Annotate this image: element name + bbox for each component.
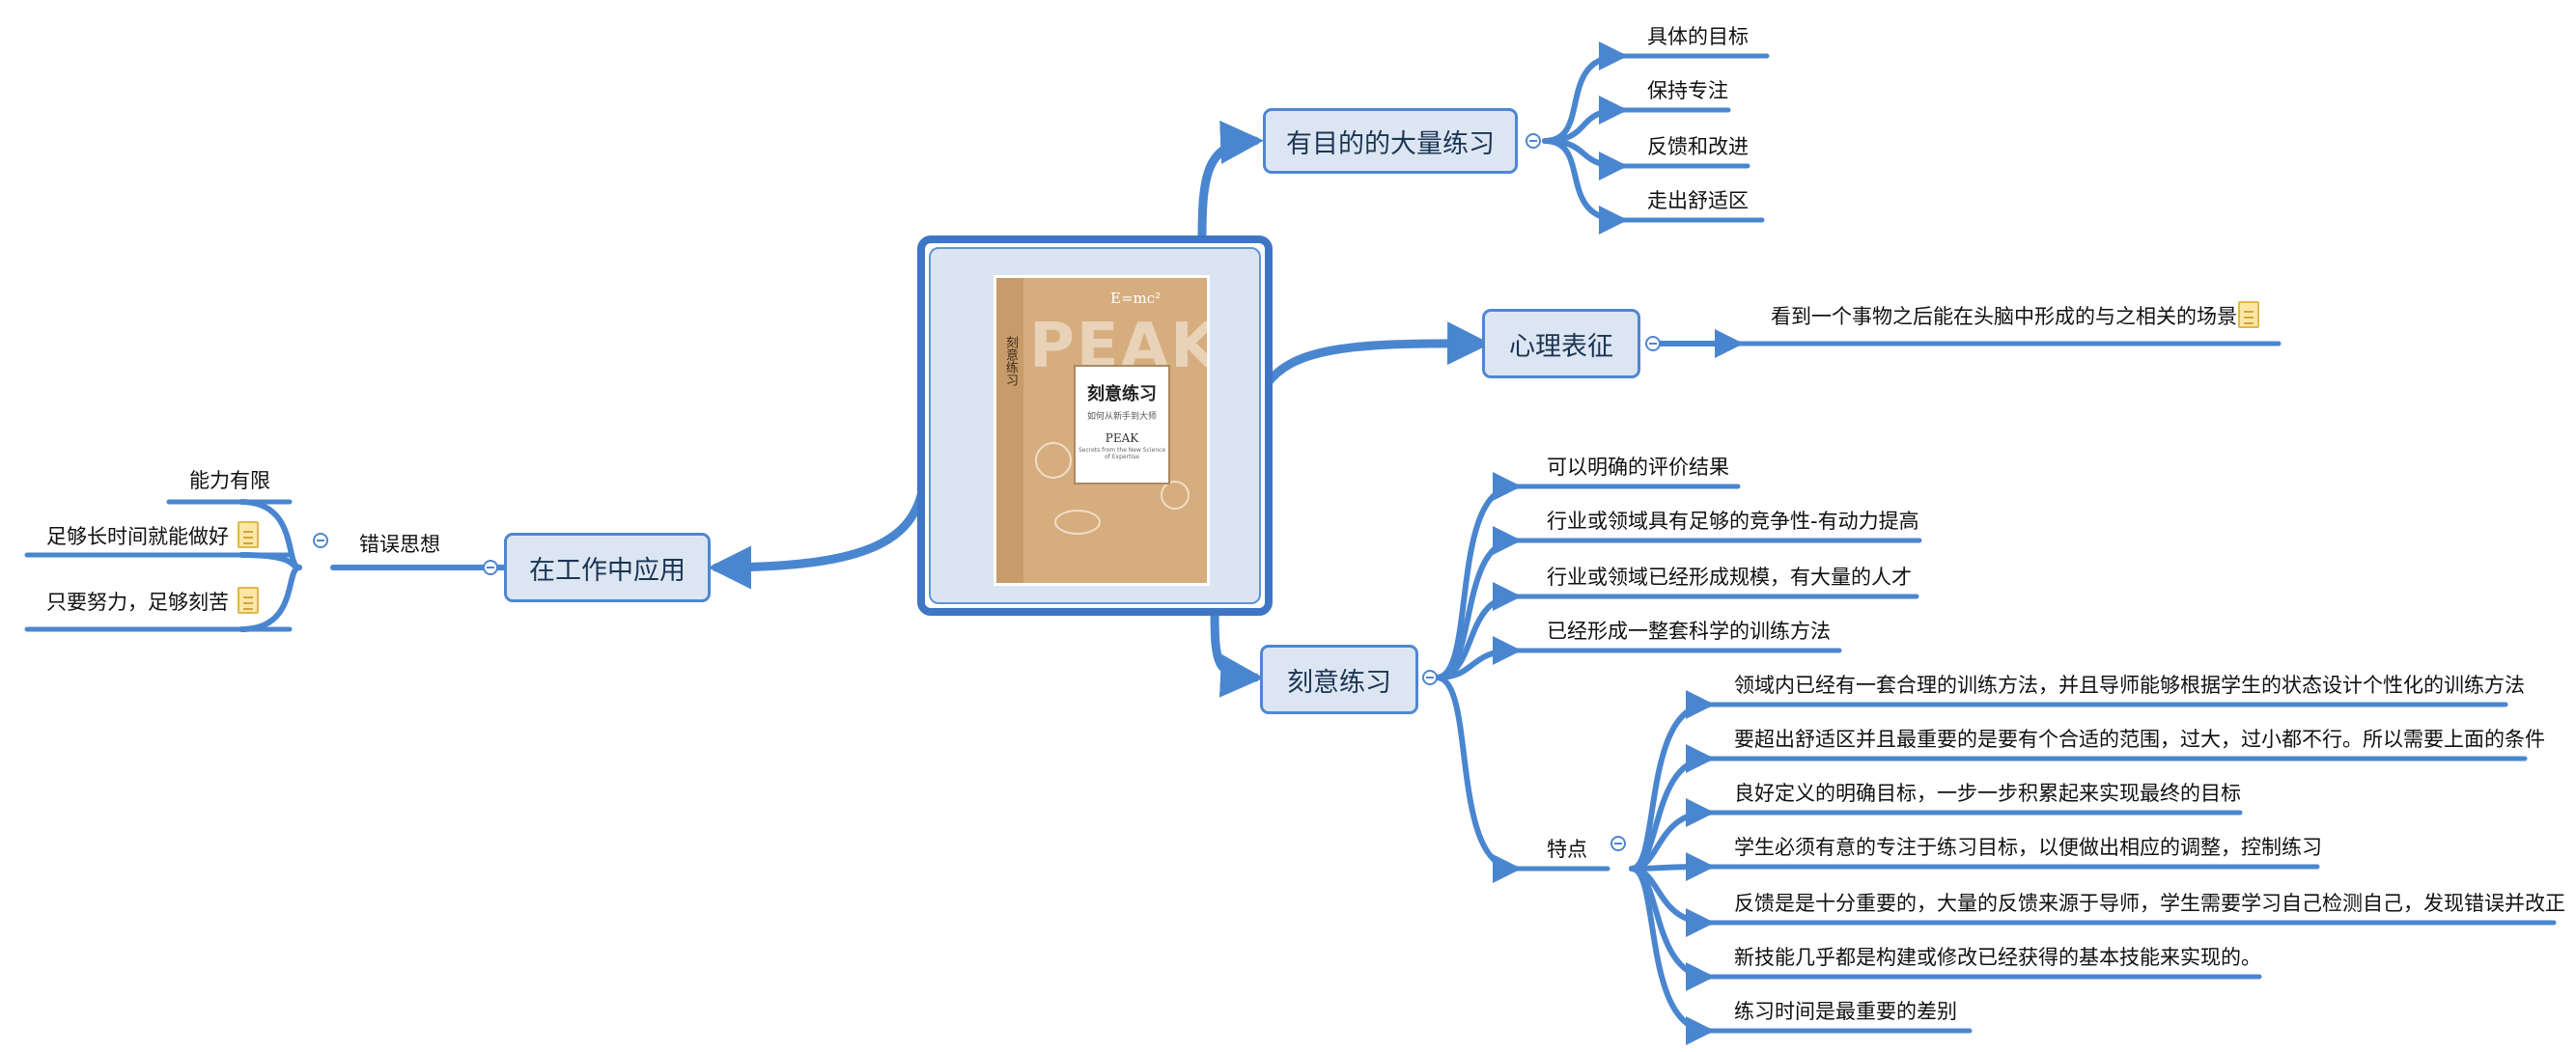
central-topic[interactable]: 刻意练习 PEAK E=mc² 刻意练习 如何从新手到大师 PEAK Secre…: [917, 235, 1273, 616]
branch-mental-representation[interactable]: 心理表征: [1482, 309, 1640, 378]
node-features[interactable]: 特点: [1547, 838, 1587, 861]
collapse-minus-icon[interactable]: [313, 533, 328, 548]
leaf-feature-2[interactable]: 要超出舒适区并且最重要的是要有个合适的范围，过大，过小都不行。所以需要上面的条件: [1734, 728, 2545, 751]
leaf-feature-6[interactable]: 新技能几乎都是构建或修改已经获得的基本技能来实现的。: [1734, 946, 2261, 969]
note-icon[interactable]: [238, 521, 259, 548]
book-cover-image: 刻意练习 PEAK E=mc² 刻意练习 如何从新手到大师 PEAK Secre…: [996, 278, 1207, 583]
leaf-feature-3[interactable]: 良好定义的明确目标，一步一步积累起来实现最终的目标: [1734, 782, 2241, 805]
central-topic-inner: 刻意练习 PEAK E=mc² 刻意练习 如何从新手到大师 PEAK Secre…: [929, 247, 1261, 604]
connector-central-deliberate: [1210, 603, 1264, 698]
book-doodle-oval: [1054, 510, 1101, 535]
connector-central-mental: [1262, 321, 1491, 389]
note-icon[interactable]: [2238, 301, 2259, 328]
note-icon[interactable]: [238, 587, 259, 614]
leaf-just-work-hard[interactable]: 只要努力，足够刻苦: [46, 591, 229, 614]
leaf-clear-evaluation[interactable]: 可以明确的评价结果: [1547, 456, 1729, 479]
book-english-subtitle: Secrets from the New Science of Expertis…: [1078, 447, 1166, 460]
leaf-feature-5[interactable]: 反馈是是十分重要的，大量的反馈来源于导师，学生需要学习自己检测自己，发现错误并改…: [1734, 892, 2565, 915]
leaf-mental-scene[interactable]: 看到一个事物之后能在头脑中形成的与之相关的场景: [1771, 305, 2237, 328]
book-cover-formula: E=mc²: [1110, 290, 1162, 307]
node-misconceptions[interactable]: 错误思想: [359, 533, 440, 556]
book-spine: [996, 278, 1023, 583]
leaf-enough-time[interactable]: 足够长时间就能做好: [46, 525, 229, 548]
leaf-limited-ability[interactable]: 能力有限: [189, 469, 270, 492]
leaf-feature-7[interactable]: 练习时间是最重要的差别: [1734, 1000, 1957, 1023]
collapse-minus-icon[interactable]: [483, 560, 498, 575]
collapse-minus-icon[interactable]: [1422, 670, 1438, 685]
book-doodle-ring: [1161, 481, 1190, 510]
collapse-minus-icon[interactable]: [1645, 336, 1661, 351]
branch-purposeful-practice[interactable]: 有目的的大量练习: [1263, 108, 1518, 174]
book-subtitle: 如何从新手到大师: [1086, 412, 1157, 422]
book-spine-title: 刻意练习: [1003, 336, 1018, 386]
leaf-field-at-scale[interactable]: 行业或领域已经形成规模，有大量的人才: [1547, 566, 1912, 589]
book-doodle-ball: [1035, 442, 1072, 479]
branch-deliberate-practice[interactable]: 刻意练习: [1260, 645, 1418, 714]
connector-central-purposeful: [1197, 120, 1264, 244]
connector-central-work: [708, 483, 928, 590]
leaf-feature-4[interactable]: 学生必须有意的专注于练习目标，以便做出相应的调整，控制练习: [1734, 836, 2322, 859]
branch-apply-at-work[interactable]: 在工作中应用: [504, 533, 711, 602]
book-english-title: PEAK: [1105, 431, 1139, 445]
leaf-feedback-improve[interactable]: 反馈和改进: [1647, 135, 1749, 158]
leaf-specific-goals[interactable]: 具体的目标: [1647, 25, 1749, 48]
collapse-minus-icon[interactable]: [1526, 133, 1541, 149]
leaf-scientific-methods[interactable]: 已经形成一整套科学的训练方法: [1547, 620, 1831, 643]
leaf-stay-focused[interactable]: 保持专注: [1647, 79, 1728, 102]
book-title-card: 刻意练习 如何从新手到大师 PEAK Secrets from the New …: [1074, 365, 1170, 484]
leaf-feature-1[interactable]: 领域内已经有一套合理的训练方法，并且导师能够根据学生的状态设计个性化的训练方法: [1734, 674, 2525, 697]
book-title: 刻意练习: [1087, 384, 1157, 404]
leaf-competitive-field[interactable]: 行业或领域具有足够的竞争性-有动力提高: [1547, 510, 1919, 533]
collapse-minus-icon[interactable]: [1610, 836, 1626, 851]
leaf-leave-comfort-zone[interactable]: 走出舒适区: [1647, 189, 1749, 212]
